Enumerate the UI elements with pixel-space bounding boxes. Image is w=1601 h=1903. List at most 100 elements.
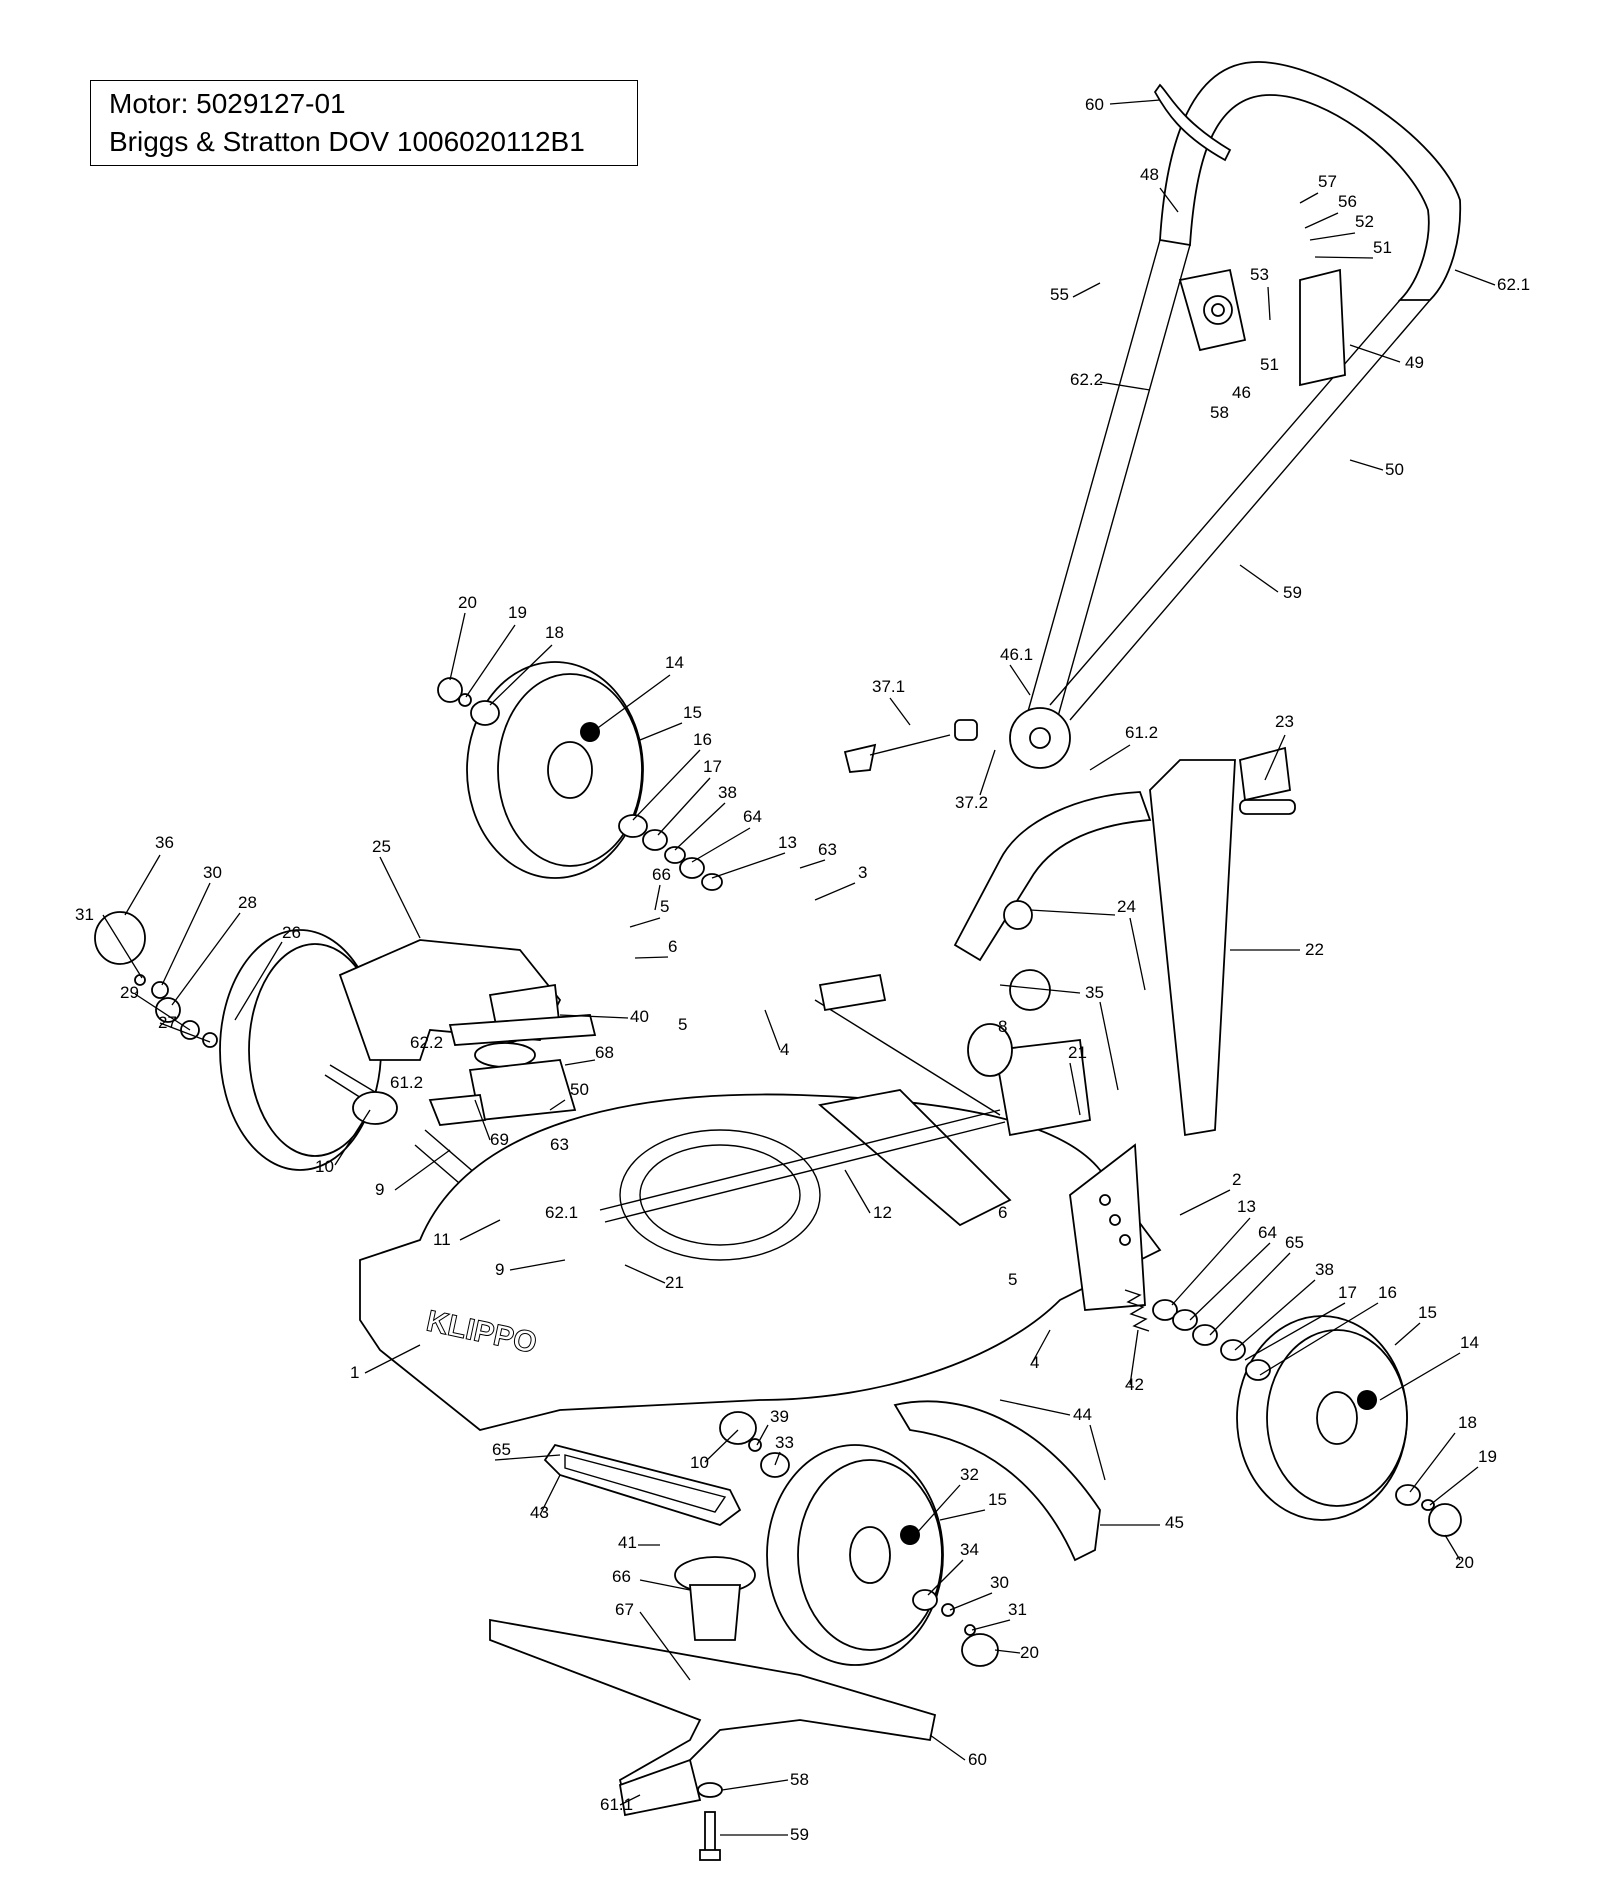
- callout-56: 60: [1085, 95, 1104, 114]
- callout-21b: 21: [665, 1273, 684, 1292]
- callout-35: 35: [1085, 983, 1104, 1002]
- callout-49: 50: [1385, 460, 1404, 479]
- wheel-left-top: [466, 661, 644, 879]
- callout-9b: 9: [495, 1260, 504, 1279]
- callout-9: 9: [375, 1180, 384, 1199]
- callout-52: 55: [1050, 285, 1069, 304]
- callout-37.1: 37.1: [872, 677, 905, 696]
- callout-25: 25: [372, 837, 391, 856]
- callout-51: 52: [1355, 212, 1374, 231]
- callout-38b: 38: [1315, 1260, 1334, 1279]
- callout-37.2: 37.2: [955, 793, 988, 812]
- callout-55: 58: [1210, 403, 1229, 422]
- adjust-rods: [599, 973, 1091, 1223]
- callout-59: 62.1: [1497, 275, 1530, 294]
- callout-61.1: 58: [790, 1770, 809, 1789]
- callout-labels: 60 48 57 56 52 51 62.1 53 55 51 49 46 62…: [75, 95, 1530, 1844]
- callout-64b: 63: [550, 1135, 569, 1154]
- callout-17: 17: [703, 757, 722, 776]
- wheel-left-top-washers: [437, 677, 723, 891]
- callout-15c: 15: [988, 1490, 1007, 1509]
- callout-41: 41: [618, 1533, 637, 1552]
- callout-62.1: 60: [968, 1750, 987, 1769]
- handle-control-box: [1178, 268, 1247, 352]
- blade-bolt: [697, 1782, 723, 1861]
- callout-10b: 10: [690, 1453, 709, 1472]
- callout-46: 46: [1232, 383, 1251, 402]
- motor-model-text: Motor: 5029127-01: [109, 88, 346, 119]
- callout-32: 32: [960, 1465, 979, 1484]
- callout-28: 28: [238, 893, 257, 912]
- callout-73: 69: [490, 1130, 509, 1149]
- callout-5b: 5: [678, 1015, 687, 1034]
- callout-31b: 31: [1008, 1600, 1027, 1619]
- wheel-front-center: [766, 1444, 944, 1666]
- callout-13: 13: [778, 833, 797, 852]
- callout-58: 61.2: [1125, 723, 1158, 742]
- callout-62.2: 61.1: [600, 1795, 633, 1814]
- callout-71: 68: [595, 1043, 614, 1062]
- hub-cap-36: [94, 911, 146, 965]
- callout-67: 65: [492, 1440, 511, 1459]
- callout-8: 8: [998, 1017, 1007, 1036]
- callout-14: 14: [665, 653, 684, 672]
- callout-40: 40: [630, 1007, 649, 1026]
- callout-3: 3: [858, 863, 867, 882]
- callout-69: 66: [612, 1567, 631, 1586]
- callout-30b: 30: [990, 1573, 1009, 1592]
- callout-68: 66: [652, 865, 671, 884]
- callout-29: 29: [120, 983, 139, 1002]
- upper-handle: [1019, 61, 1462, 746]
- callout-66b: 65: [1285, 1233, 1304, 1252]
- callout-18b: 18: [1458, 1413, 1477, 1432]
- callout-15: 15: [683, 703, 702, 722]
- callout-23: 23: [1275, 712, 1294, 731]
- callout-46.1: 46.1: [1000, 645, 1033, 664]
- callout-1: 1: [350, 1363, 359, 1382]
- pulley-bracket: [428, 1059, 577, 1126]
- wheel-right-washers: [1152, 1299, 1462, 1537]
- engine-model-text: Briggs & Stratton DOV 1006020112B1: [109, 126, 585, 157]
- wheel-right-front: [1236, 1315, 1408, 1521]
- mower-deck: [359, 1089, 1162, 1431]
- callout-63b: 62.1: [545, 1203, 578, 1222]
- callout-36: 36: [155, 833, 174, 852]
- callout-17b: 17: [1338, 1283, 1357, 1302]
- callout-65: 63: [818, 840, 837, 859]
- callout-24: 24: [1117, 897, 1136, 916]
- callout-5: 5: [660, 897, 669, 916]
- callout-20: 20: [458, 593, 477, 612]
- callout-26: 26: [282, 923, 301, 942]
- callout-39: 39: [770, 1407, 789, 1426]
- height-plate: [1069, 1143, 1146, 1311]
- callout-53: 56: [1338, 192, 1357, 211]
- callout-34: 34: [960, 1540, 979, 1559]
- callout-50b: 51: [1260, 355, 1279, 374]
- handle-bracket: [1299, 268, 1346, 387]
- handle-knob: [1009, 707, 1071, 769]
- callout-6: 6: [668, 937, 677, 956]
- callout-5c: 5: [1008, 1270, 1017, 1289]
- callout-14b: 14: [1460, 1333, 1479, 1352]
- callout-33: 33: [775, 1433, 794, 1452]
- callout-43: 43: [530, 1503, 549, 1522]
- callout-54: 57: [1318, 172, 1337, 191]
- callout-66: 64: [743, 807, 762, 826]
- callout-11: 11: [433, 1230, 451, 1249]
- callout-44: 45: [1165, 1513, 1184, 1532]
- gearbox: [448, 983, 597, 1068]
- callout-19b: 19: [1478, 1447, 1497, 1466]
- callout-45: 44: [1073, 1405, 1092, 1424]
- callout-47: 48: [1140, 165, 1159, 184]
- callout-16b: 16: [1378, 1283, 1397, 1302]
- callout-38: 38: [718, 783, 737, 802]
- callout-65b: 64: [1258, 1223, 1277, 1242]
- callout-30: 30: [203, 863, 222, 882]
- callout-48: 49: [1405, 353, 1424, 372]
- mower-blade: [489, 1618, 937, 1817]
- callout-12: 12: [873, 1203, 892, 1222]
- drive-belt: [543, 1443, 742, 1526]
- callout-18: 18: [545, 623, 564, 642]
- callout-31: 31: [75, 905, 94, 924]
